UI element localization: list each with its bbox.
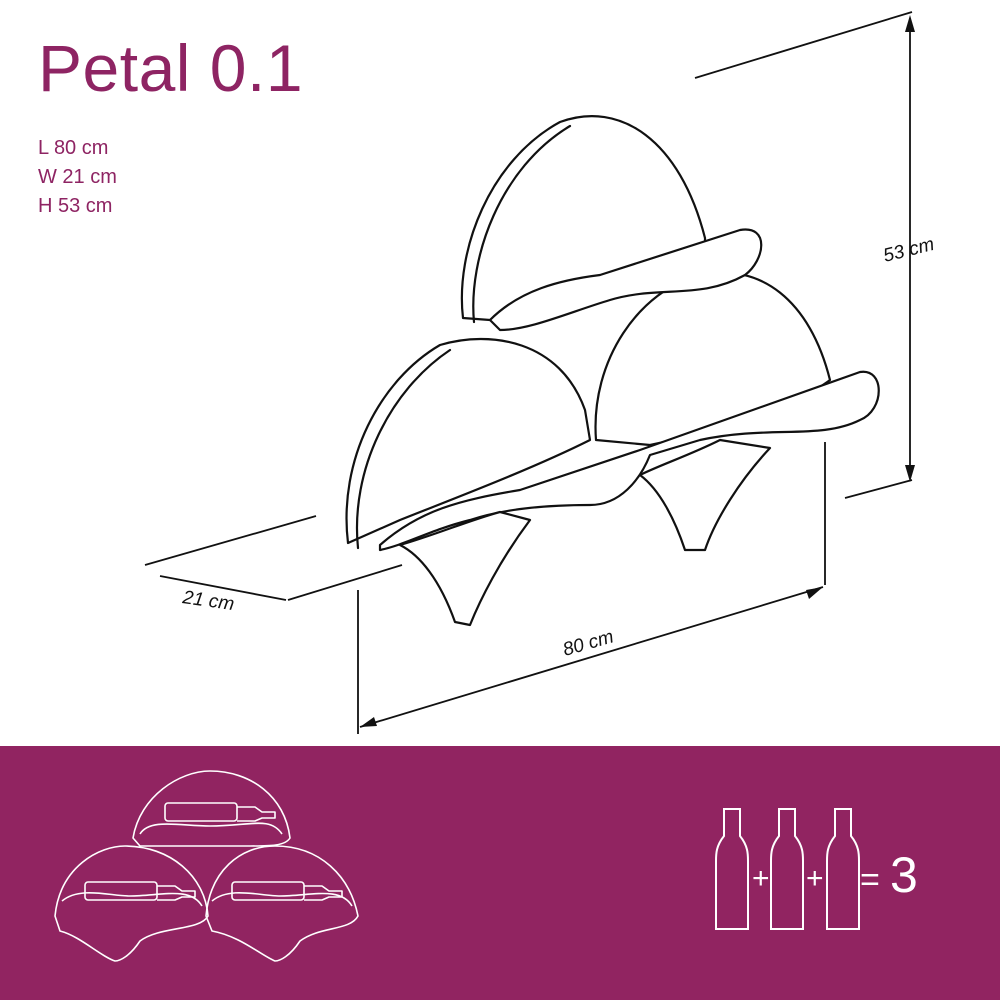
lower-ledge [378, 370, 880, 552]
bottle-icon [770, 808, 804, 930]
bottle-count: 3 [890, 847, 918, 903]
dimension-length: L 80 cm [38, 137, 109, 159]
bottle-equation [715, 808, 860, 930]
bottle-icon [826, 808, 860, 930]
footer-banner: + + = 3 [0, 746, 1000, 1000]
left-petal-edge [355, 348, 452, 550]
dimension-width: W 21 cm [38, 166, 117, 188]
right-leg [638, 438, 772, 552]
plus-sign: + [752, 862, 770, 895]
plus-sign: + [806, 862, 824, 895]
dimension-height: H 53 cm [38, 195, 113, 217]
height-label: 53 cm [881, 234, 936, 267]
technical-drawing: 53 cm 21 cm 80 cm [144, 11, 936, 734]
bottle-icon [715, 808, 749, 930]
upper-ledge [488, 228, 763, 332]
top-petal-edge [472, 124, 572, 324]
equals-sign: = [860, 861, 880, 899]
length-label: 80 cm [561, 626, 617, 660]
rack-front-outline [54, 770, 359, 962]
product-title: Petal 0.1 [38, 31, 304, 105]
footer-graphics: + + = [54, 770, 880, 962]
left-leg [398, 510, 532, 627]
width-label: 21 cm [180, 587, 235, 615]
